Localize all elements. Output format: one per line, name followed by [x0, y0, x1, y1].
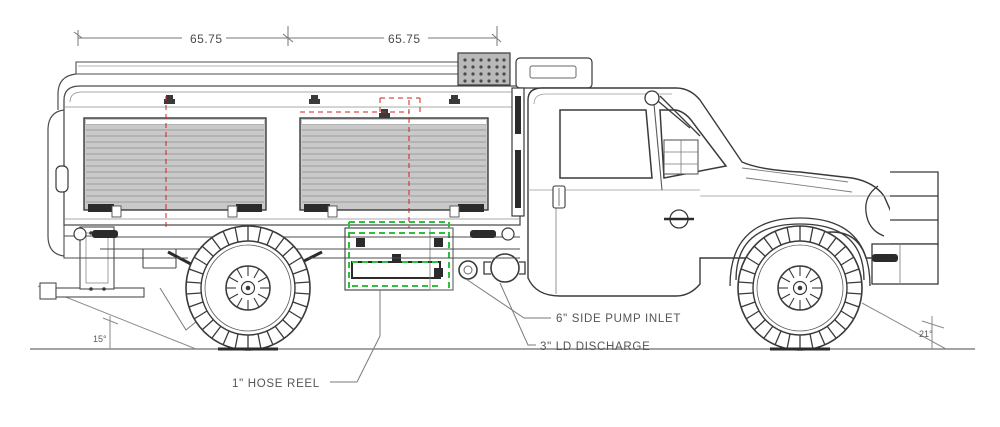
- rear-cab-mast: [511, 87, 525, 217]
- callout-ld-discharge-label: 3" LD DISCHARGE: [540, 341, 650, 353]
- callout-hose-reel-label: 1" HOSE REEL: [232, 378, 320, 390]
- dimension-line-group: [73, 26, 502, 46]
- front-wheel: [737, 225, 863, 351]
- front-marker-light: [872, 254, 898, 262]
- hood-lines: [741, 167, 853, 193]
- body-shell-inner-lines: [64, 91, 520, 220]
- cab-mirror: [644, 90, 701, 137]
- roll-up-door-left[interactable]: [83, 117, 267, 211]
- rear-step-assembly: [39, 226, 145, 300]
- rear-grab-handle: [55, 165, 69, 193]
- fuel-cap[interactable]: [664, 209, 694, 229]
- skirt-light-rings: [73, 227, 515, 241]
- cab-door-handle[interactable]: [552, 185, 566, 209]
- roll-up-door-right[interactable]: [299, 117, 489, 211]
- angle-label-rear: 15°: [93, 334, 107, 344]
- dimension-label-right: 65.75: [388, 32, 421, 46]
- hidden-centerlines: [165, 96, 421, 232]
- angle-label-front: 21°: [919, 329, 933, 339]
- chassis-frame: [100, 236, 520, 269]
- skirt-marker-lights: [92, 230, 496, 238]
- hose-reel-highlight: [348, 221, 450, 288]
- roof-vent-grille: [457, 52, 511, 86]
- front-brush-guard: [865, 171, 939, 285]
- rear-wheel: [185, 225, 311, 351]
- cab-door-window: [559, 109, 653, 179]
- door-right-handles[interactable]: [304, 204, 484, 218]
- callout-pump-inlet-label: 6" SIDE PUMP INLET: [556, 313, 681, 325]
- front-fender-arch: [729, 217, 871, 287]
- body-top-rail: [75, 61, 507, 75]
- side-pump-inlet-port[interactable]: [483, 253, 526, 283]
- rear-body-corner: [47, 73, 77, 257]
- ld-discharge-port[interactable]: [458, 260, 478, 280]
- door-left-handles[interactable]: [88, 204, 262, 218]
- cab-door-seam: [653, 103, 663, 191]
- approach-angle-lines: [861, 302, 947, 350]
- dimension-label-left: 65.75: [190, 32, 223, 46]
- compartment-latch-tabs[interactable]: [164, 95, 460, 118]
- cab-pillar-detail: [663, 139, 699, 175]
- roof-light-bar: [515, 57, 593, 89]
